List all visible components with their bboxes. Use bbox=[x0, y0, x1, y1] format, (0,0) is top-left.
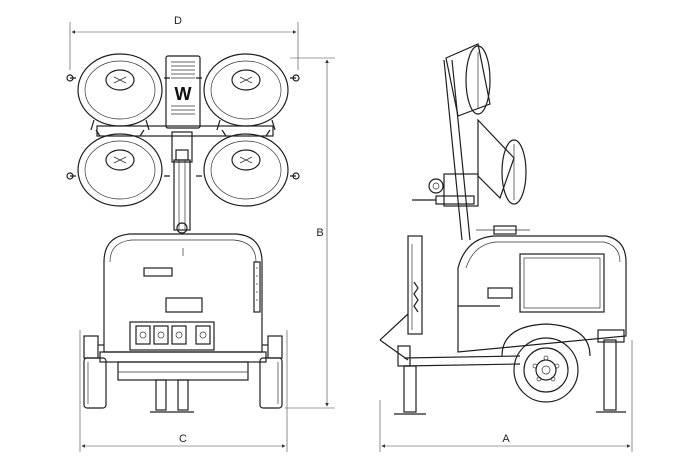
floodlight-bottom-left bbox=[66, 129, 170, 207]
side-view bbox=[379, 43, 627, 415]
dimension-label-c: C bbox=[179, 433, 187, 445]
logo-panel: W bbox=[165, 55, 201, 129]
side-wheel bbox=[501, 323, 591, 403]
floodlight-top-left bbox=[66, 53, 170, 131]
dimension-lines bbox=[69, 22, 633, 452]
front-generator-body bbox=[103, 233, 263, 353]
front-jack-stand bbox=[150, 379, 194, 413]
side-jack-rear bbox=[596, 329, 626, 413]
side-light-head-lower bbox=[477, 118, 527, 205]
front-mast bbox=[173, 159, 191, 234]
dimension-label-d: D bbox=[174, 15, 182, 27]
lamp-frame bbox=[96, 125, 274, 163]
floodlight-bottom-right bbox=[196, 129, 300, 207]
front-wheel-right bbox=[259, 357, 283, 409]
side-jack-front bbox=[394, 365, 426, 415]
front-view: W bbox=[66, 53, 300, 413]
side-generator-body bbox=[457, 225, 627, 353]
side-light-head-upper bbox=[445, 43, 491, 117]
side-drawbar bbox=[379, 235, 521, 367]
front-wheel-left bbox=[83, 357, 107, 409]
dimension-label-b: B bbox=[316, 227, 323, 239]
dimension-label-a: A bbox=[502, 433, 510, 445]
logo-mark: W bbox=[175, 84, 192, 104]
side-mast bbox=[412, 59, 479, 241]
front-chassis bbox=[83, 335, 283, 381]
floodlight-top-right bbox=[196, 53, 300, 131]
